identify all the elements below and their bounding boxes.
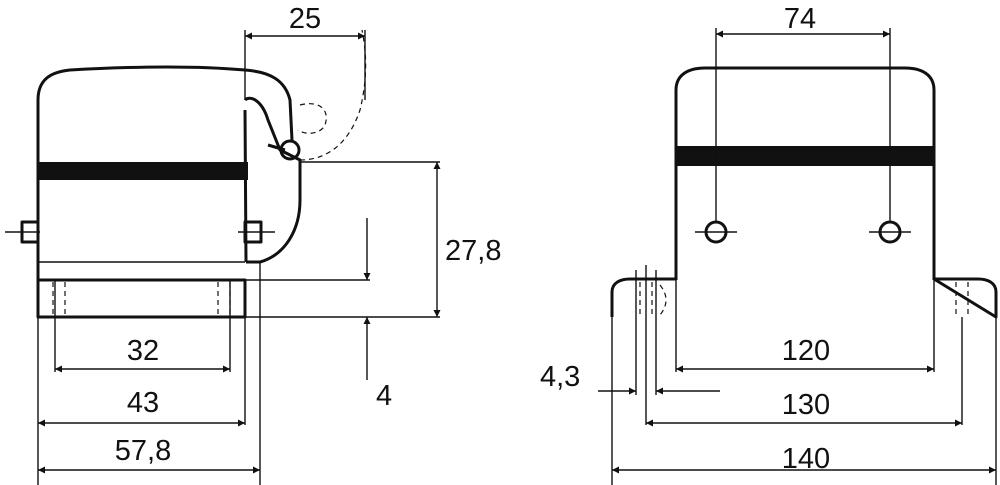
dim-label-120: 120 bbox=[782, 335, 830, 367]
front-housing-outline bbox=[674, 66, 936, 280]
lever-open-position bbox=[297, 29, 367, 161]
dim-label-130: 130 bbox=[782, 389, 830, 421]
side-housing-outline bbox=[36, 65, 294, 280]
front-extension-lines bbox=[611, 28, 997, 485]
front-view: 74 120 4,3 130 140 bbox=[540, 3, 998, 485]
side-view: 25 27,8 4 32 43 57,8 bbox=[5, 3, 501, 485]
front-flange-holes bbox=[639, 282, 969, 316]
dim-label-140: 140 bbox=[782, 443, 830, 475]
side-extension-lines bbox=[37, 30, 440, 485]
dim-label-27-8: 27,8 bbox=[445, 235, 501, 267]
dim-label-25: 25 bbox=[289, 3, 321, 35]
side-flange-holes bbox=[52, 282, 231, 315]
lever bbox=[243, 96, 302, 264]
dim-label-4: 4 bbox=[376, 380, 392, 412]
front-black-band bbox=[676, 146, 934, 166]
side-flange bbox=[36, 278, 247, 319]
dim-label-43: 43 bbox=[127, 387, 159, 419]
dim-label-32: 32 bbox=[127, 335, 159, 367]
lever-pivot bbox=[279, 139, 301, 161]
side-black-band bbox=[38, 162, 248, 180]
dim-label-74: 74 bbox=[784, 3, 816, 35]
dim-label-57-8: 57,8 bbox=[115, 435, 171, 467]
front-flange bbox=[610, 277, 998, 319]
dim-label-4-3: 4,3 bbox=[540, 361, 580, 393]
lever-inner-edge bbox=[243, 109, 286, 263]
